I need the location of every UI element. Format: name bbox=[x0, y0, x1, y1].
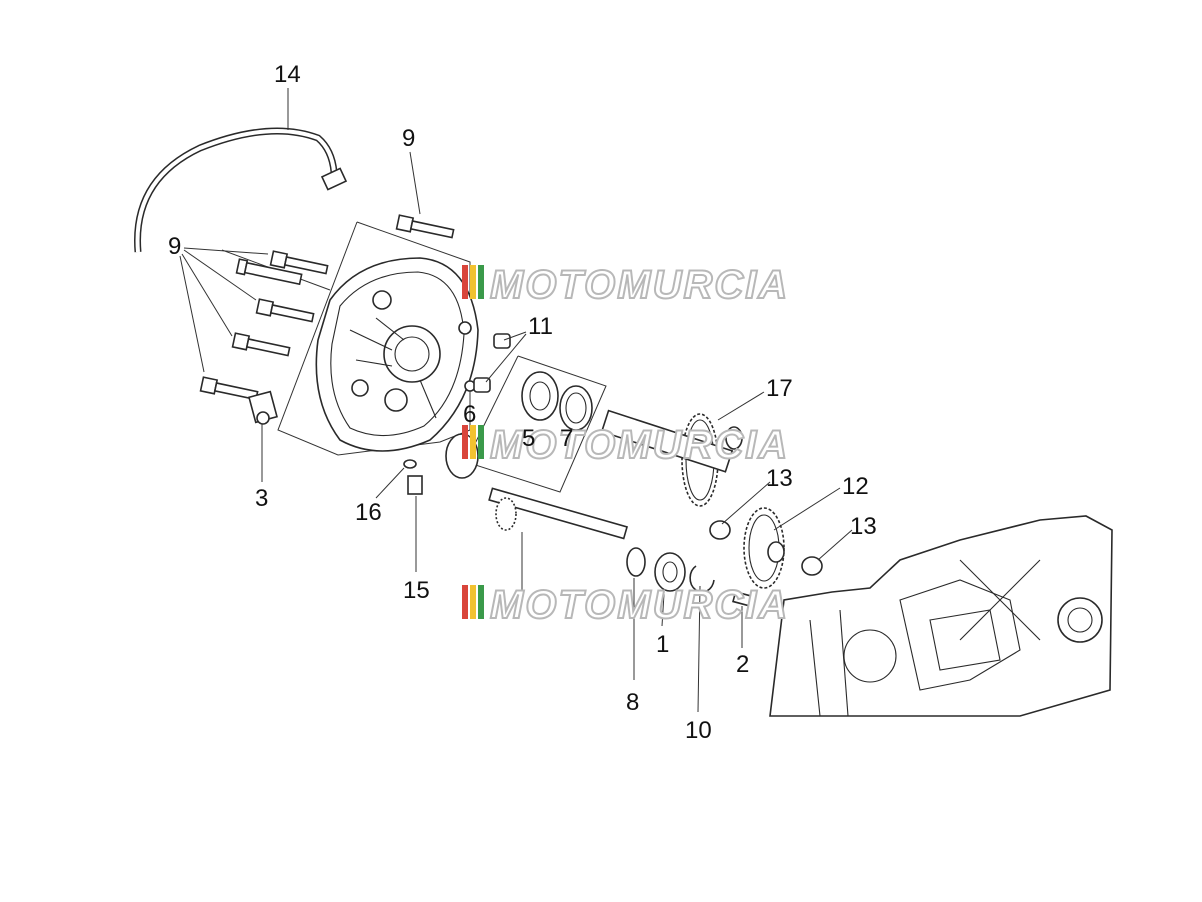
leader-lines bbox=[179, 88, 853, 713]
watermark-stripe-yellow bbox=[470, 425, 476, 459]
callout-3: 3 bbox=[255, 485, 268, 512]
part-crankcase bbox=[769, 515, 1113, 717]
callout-15: 15 bbox=[403, 577, 430, 604]
part-2-pin bbox=[732, 590, 754, 608]
callout-10: 10 bbox=[685, 717, 712, 744]
watermark-stripe-red bbox=[462, 265, 468, 299]
callout-labels: 14 9 9 3 11 6 5 7 17 13 12 13 16 15 1 2 … bbox=[168, 61, 877, 744]
watermark-text: MOTOMURCIA bbox=[490, 423, 789, 467]
part-cover bbox=[315, 257, 479, 452]
callout-9-left: 9 bbox=[168, 233, 181, 260]
callout-6: 6 bbox=[463, 401, 476, 428]
watermark-stripe-red bbox=[462, 425, 468, 459]
watermark-stripe-green bbox=[478, 585, 484, 619]
watermark-bottom: MOTOMURCIA bbox=[462, 582, 789, 628]
watermark-stripe-red bbox=[462, 585, 468, 619]
watermark-stripe-green bbox=[478, 425, 484, 459]
callout-2: 2 bbox=[736, 651, 749, 678]
part-5-bearing bbox=[521, 371, 559, 421]
callout-13-left: 13 bbox=[766, 465, 793, 492]
part-main-shaft bbox=[488, 487, 629, 540]
callout-7: 7 bbox=[560, 425, 573, 452]
watermark-text: MOTOMURCIA bbox=[490, 263, 789, 307]
callout-16: 16 bbox=[355, 499, 382, 526]
part-10-circlip bbox=[689, 565, 715, 593]
part-14-cable bbox=[134, 127, 348, 253]
watermark-text: MOTOMURCIA bbox=[490, 583, 789, 627]
part-13-washer-right bbox=[801, 556, 823, 576]
callout-17: 17 bbox=[766, 375, 793, 402]
part-17-gear-shaft bbox=[600, 409, 743, 507]
watermark-stripe-yellow bbox=[470, 585, 476, 619]
callout-12: 12 bbox=[842, 473, 869, 500]
callout-9-top: 9 bbox=[402, 125, 415, 152]
watermark-stripe-green bbox=[478, 265, 484, 299]
callout-13-right: 13 bbox=[850, 513, 877, 540]
part-9-bolts bbox=[199, 214, 455, 401]
watermark-middle: MOTOMURCIA bbox=[462, 422, 789, 468]
part-3-clip bbox=[248, 390, 278, 425]
part-13-washer-left bbox=[709, 520, 731, 540]
callout-8: 8 bbox=[626, 689, 639, 716]
watermark-top: MOTOMURCIA bbox=[462, 262, 789, 308]
part-15-plug bbox=[407, 475, 423, 495]
callout-11: 11 bbox=[528, 313, 553, 340]
part-12-gear bbox=[743, 507, 785, 589]
part-7-seal bbox=[559, 385, 593, 431]
callout-1: 1 bbox=[656, 631, 669, 658]
callout-14: 14 bbox=[274, 61, 301, 88]
part-1-bearing bbox=[654, 552, 686, 592]
watermark-stripe-yellow bbox=[470, 265, 476, 299]
part-16-washer bbox=[403, 459, 417, 469]
part-8-washer bbox=[626, 547, 646, 577]
callout-5: 5 bbox=[522, 425, 535, 452]
